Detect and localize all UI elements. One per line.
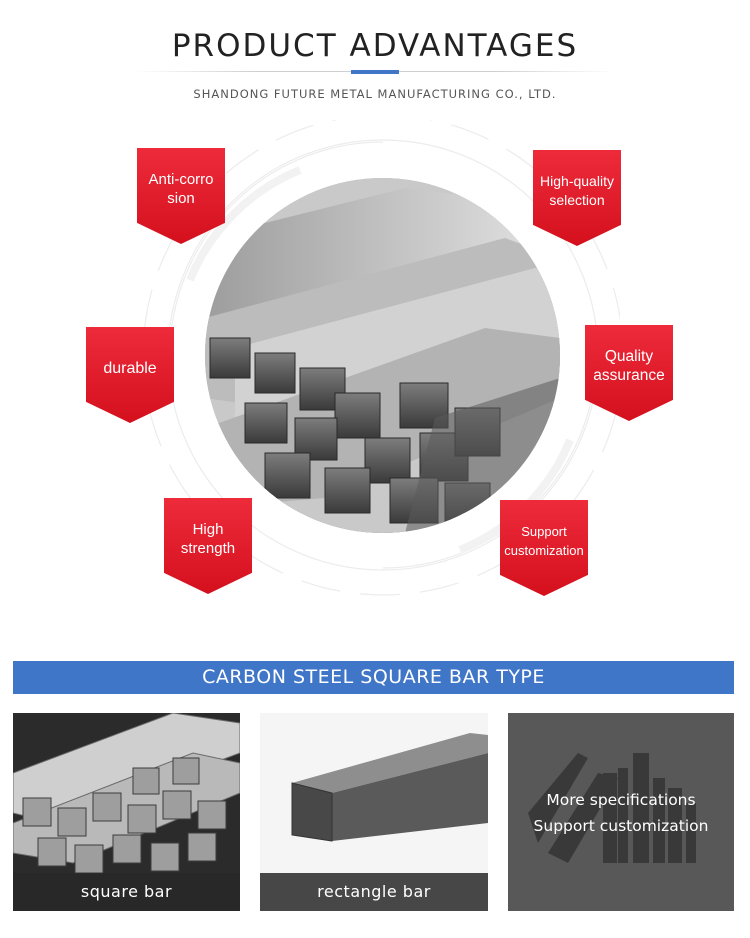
tag-durable: durable [86, 327, 174, 423]
section-heading-bar: CARBON STEEL SQUARE BAR TYPE [13, 661, 734, 694]
more-specs-text: More specifications Support customizatio… [508, 787, 734, 839]
tag-label: Anti-corro sion [148, 171, 214, 207]
tag-label: Quality assurance [593, 348, 665, 384]
title-accent-bar [351, 70, 399, 74]
more-specs-line-2: Support customization [533, 817, 709, 835]
tag-support-customization: Support customization [500, 500, 588, 596]
tag-quality-assurance: Quality assurance [585, 325, 673, 421]
company-subtitle: SHANDONG FUTURE METAL MANUFACTURING CO.,… [193, 87, 557, 101]
steel-bars-photo [205, 178, 560, 533]
card-caption: square bar [13, 873, 240, 911]
tag-label: High-quality selection [540, 173, 614, 208]
tag-label: durable [103, 359, 157, 377]
tag-high-quality-selection: High-quality selection [533, 150, 621, 246]
card-caption: rectangle bar [260, 873, 488, 911]
assorted-bars-photo [508, 713, 734, 911]
more-specs-line-1: More specifications [546, 791, 696, 809]
more-specs-card[interactable]: More specifications Support customizatio… [508, 713, 734, 911]
tag-label: High strength [180, 521, 236, 557]
rectangle-bar-card[interactable]: rectangle bar [260, 713, 488, 911]
tag-label: Support customization [504, 524, 584, 558]
square-bar-card[interactable]: square bar [13, 713, 240, 911]
tag-anti-corrosion: Anti-corro sion [137, 148, 225, 244]
tag-high-strength: High strength [164, 498, 252, 594]
page-title: PRODUCT ADVANTAGES [171, 28, 579, 64]
